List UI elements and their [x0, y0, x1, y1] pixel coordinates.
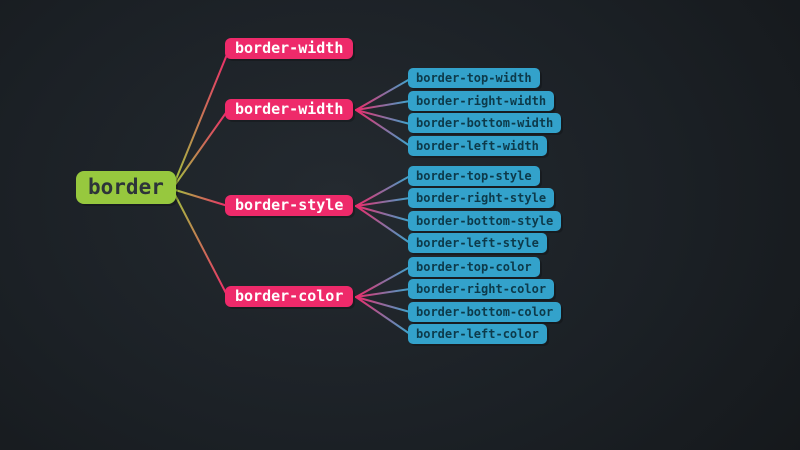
node-border-left-style: border-left-style [408, 233, 547, 253]
node-border-width: border-width [225, 99, 354, 120]
node-border-top-style: border-top-style [408, 166, 540, 186]
node-border-top-width: border-top-width [408, 68, 540, 88]
node-border-left-color: border-left-color [408, 324, 547, 344]
connector [355, 197, 411, 207]
connector [355, 296, 411, 313]
node-border-bottom-width: border-bottom-width [408, 113, 562, 133]
connector [355, 266, 411, 298]
node-border-right-width: border-right-width [408, 91, 555, 111]
connector [355, 100, 411, 111]
connector [171, 188, 229, 298]
connector [171, 109, 229, 190]
connector [355, 175, 411, 207]
node-border-color: border-color [225, 286, 354, 307]
node-border: border [76, 171, 176, 204]
node-border-top-color: border-top-color [408, 257, 540, 277]
node-border-width-shorthand: border-width [225, 38, 354, 59]
connector [355, 109, 411, 147]
node-border-right-color: border-right-color [408, 279, 555, 299]
connector [355, 288, 411, 298]
node-border-left-width: border-left-width [408, 136, 547, 156]
connector [355, 109, 411, 125]
connector [355, 205, 411, 244]
node-border-right-style: border-right-style [408, 188, 555, 208]
node-border-style: border-style [225, 195, 354, 216]
node-border-bottom-color: border-bottom-color [408, 302, 562, 322]
node-border-bottom-style: border-bottom-style [408, 211, 562, 231]
connector [355, 78, 411, 111]
connector [355, 205, 411, 222]
connector [355, 296, 411, 335]
connector [171, 51, 229, 190]
connector [171, 188, 229, 207]
